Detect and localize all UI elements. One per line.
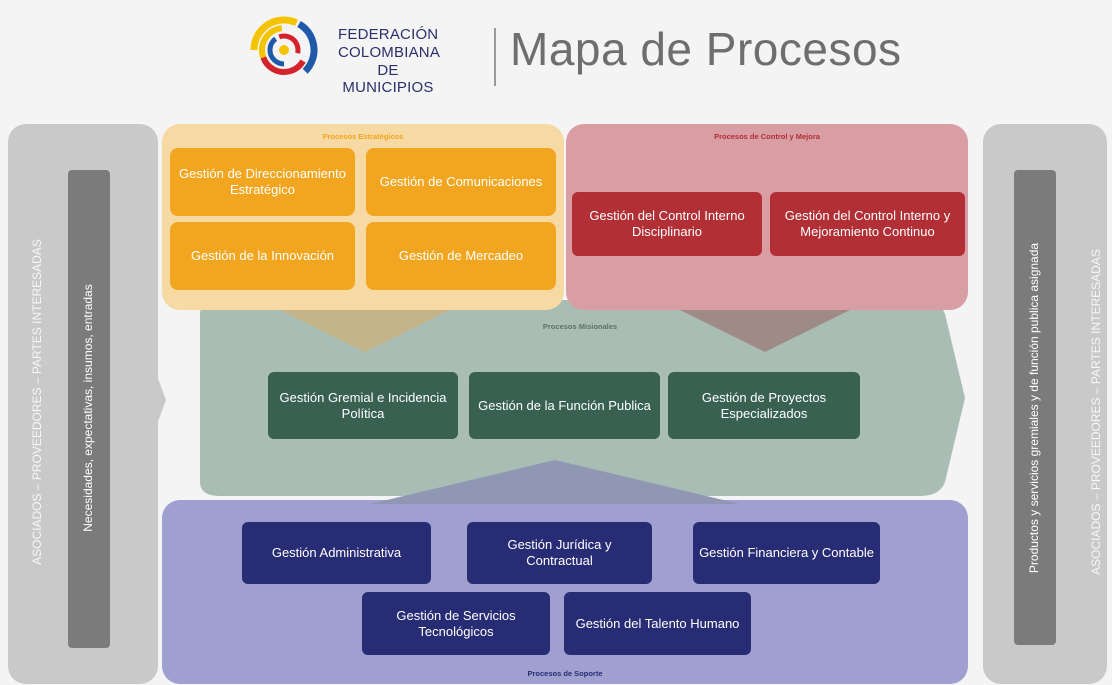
left-inputs-bar — [68, 170, 110, 648]
federacion-logo-icon — [250, 16, 318, 84]
strategic-box-direccionamiento[interactable]: Gestión de Direccionamiento Estratégico — [170, 148, 355, 216]
control-group-label: Procesos de Control y Mejora — [714, 132, 820, 141]
strategic-to-missional-arrow — [280, 310, 450, 352]
strategic-group-label: Procesos Estratégicos — [322, 132, 404, 141]
strategic-box-comunicaciones[interactable]: Gestión de Comunicaciones — [366, 148, 556, 216]
control-box-disciplinario[interactable]: Gestión del Control Interno Disciplinari… — [572, 192, 762, 256]
strategic-box-mercadeo[interactable]: Gestión de Mercadeo — [366, 222, 556, 290]
org-name-line-2: COLOMBIANA — [338, 44, 441, 61]
support-box-juridica[interactable]: Gestión Jurídica y Contractual — [467, 522, 652, 584]
control-box-mejoramiento[interactable]: Gestión del Control Interno y Mejoramien… — [770, 192, 965, 256]
right-outputs-bar — [1014, 170, 1056, 645]
org-name-line-3: DE MUNICIPIOS — [342, 62, 434, 96]
right-outputs-text: Productos y servicios gremiales y de fun… — [1027, 242, 1041, 574]
header-divider — [494, 28, 496, 86]
support-group-label: Procesos de Soporte — [527, 669, 603, 678]
missional-box-proyectos[interactable]: Gestión de Proyectos Especializados — [668, 372, 860, 439]
left-inputs-text: Necesidades, expectativas, insumos, entr… — [81, 284, 95, 532]
support-box-talento-humano[interactable]: Gestión del Talento Humano — [564, 592, 751, 655]
support-box-financiera[interactable]: Gestión Financiera y Contable — [693, 522, 880, 584]
page-title: Mapa de Procesos — [510, 23, 902, 75]
missional-group-label: Procesos Misionales — [542, 322, 618, 331]
support-box-administrativa[interactable]: Gestión Administrativa — [242, 522, 431, 584]
control-to-missional-arrow — [680, 310, 850, 352]
support-to-missional-arrow — [370, 460, 740, 504]
strategic-box-innovacion[interactable]: Gestión de la Innovación — [170, 222, 355, 290]
right-stakeholders-text: ASOCIADOS – PROVEEDORES – PARTES INTERES… — [1089, 249, 1103, 575]
missional-box-funcion-publica[interactable]: Gestión de la Función Publica — [469, 372, 660, 439]
left-stakeholders-text: ASOCIADOS – PROVEEDORES – PARTES INTERES… — [30, 239, 44, 565]
missional-box-gremial[interactable]: Gestión Gremial e Incidencia Política — [268, 372, 458, 439]
org-name-line-1: FEDERACIÓN — [338, 26, 439, 43]
left-arrow-shape — [140, 330, 166, 470]
support-box-tecnologicos[interactable]: Gestión de Servicios Tecnológicos — [362, 592, 550, 655]
